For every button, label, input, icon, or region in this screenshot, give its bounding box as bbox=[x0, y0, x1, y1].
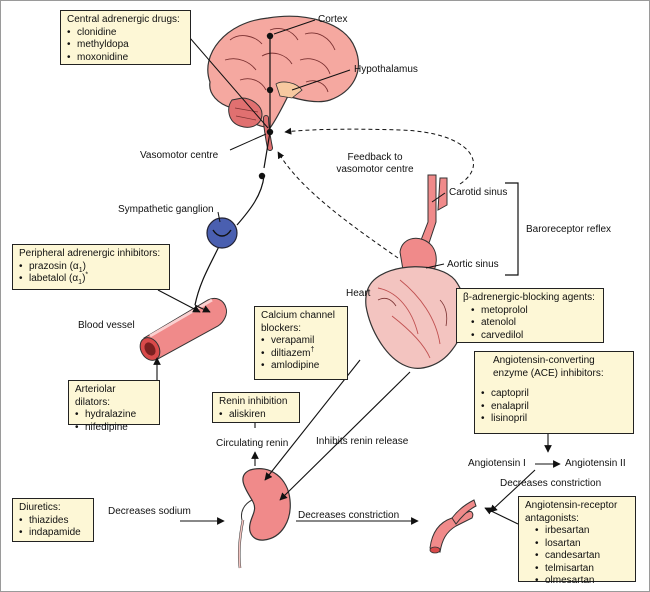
beta-blocking-agents-box: β-adrenergic-blocking agents: metoprolol… bbox=[456, 288, 604, 343]
angiotensin-receptor-antagonists-box: Angiotensin-receptor antagonists: irbesa… bbox=[518, 496, 636, 587]
calcium-channel-blockers-box: Calcium channel blockers: verapamil dilt… bbox=[254, 306, 348, 380]
box-title: Peripheral adrenergic inhibitors: bbox=[19, 248, 161, 259]
central-adrenergic-drugs-box: Central adrenergic drugs: clonidine meth… bbox=[60, 10, 191, 65]
angiotensin-ii-label: Angiotensin II bbox=[565, 458, 626, 469]
drug-item: diltiazem† bbox=[261, 346, 341, 361]
box-title: β-adrenergic-blocking agents: bbox=[463, 292, 595, 303]
drug-item: aliskiren bbox=[219, 409, 293, 422]
drug-item: hydralazine bbox=[75, 409, 153, 422]
sympathetic-ganglion-body bbox=[206, 217, 238, 249]
drug-item: carvedilol bbox=[471, 330, 597, 343]
vasomotor-centre-label: Vasomotor centre bbox=[140, 150, 219, 161]
carotid-aorta-illustration bbox=[399, 174, 448, 277]
drug-item: captopril bbox=[481, 388, 627, 401]
carotid-sinus-label: Carotid sinus bbox=[449, 187, 508, 198]
drug-item: metoprolol bbox=[471, 305, 597, 318]
drug-item: thiazides bbox=[19, 515, 87, 528]
decreases-sodium-label: Decreases sodium bbox=[108, 506, 191, 517]
baroreceptor-bracket bbox=[505, 182, 519, 276]
small-vessel-illustration bbox=[429, 499, 477, 554]
vasomotor-neuron-dot bbox=[266, 128, 274, 136]
drug-item: irbesartan bbox=[535, 525, 629, 538]
drug-item: methyldopa bbox=[67, 39, 184, 52]
drug-item: clonidine bbox=[67, 27, 184, 40]
drug-item: moxonidine bbox=[67, 52, 184, 65]
feedback-dashed-path bbox=[284, 127, 474, 185]
sympathetic-ganglion-label: Sympathetic ganglion bbox=[118, 204, 214, 215]
ace-inhibitors-box: Angiotensin-converting enzyme (ACE) inhi… bbox=[474, 351, 634, 434]
aortic-sinus-label: Aortic sinus bbox=[447, 259, 499, 270]
peripheral-adrenergic-inhibitors-box: Peripheral adrenergic inhibitors: prazos… bbox=[12, 244, 170, 290]
drug-item: candesartan bbox=[535, 550, 629, 563]
box-title: Arteriolar dilators: bbox=[75, 384, 116, 408]
box-title: Diuretics: bbox=[19, 502, 61, 513]
feedback-label: Feedback to vasomotor centre bbox=[336, 152, 414, 175]
blood-vessel-label: Blood vessel bbox=[78, 320, 135, 331]
hypothalamus-neuron-dot bbox=[266, 86, 274, 94]
heart-label: Heart bbox=[346, 288, 371, 299]
spinal-neuron-dot bbox=[258, 172, 266, 180]
box-title: Angiotensin-converting enzyme (ACE) inhi… bbox=[493, 355, 604, 379]
circulating-renin-label: Circulating renin bbox=[216, 438, 289, 449]
drug-item: verapamil bbox=[261, 335, 341, 348]
box-title: Renin inhibition bbox=[219, 396, 288, 407]
renin-inhibition-box: Renin inhibition aliskiren bbox=[212, 392, 300, 423]
heart-illustration bbox=[365, 266, 466, 369]
drug-item: labetalol (α1)* bbox=[19, 272, 163, 286]
aortic-feedback-dashed-path bbox=[277, 151, 399, 259]
cortex-neuron-dot bbox=[266, 32, 274, 40]
decreases-constriction-bottom-label: Decreases constriction bbox=[298, 510, 400, 521]
decreases-constriction-top-label: Decreases constriction bbox=[500, 478, 602, 489]
drug-item: indapamide bbox=[19, 527, 87, 540]
inhibits-renin-release-label: Inhibits renin release bbox=[316, 436, 409, 447]
drug-item: losartan bbox=[535, 538, 629, 551]
drug-item: lisinopril bbox=[481, 413, 627, 426]
hypothalamus-label: Hypothalamus bbox=[354, 64, 418, 75]
blood-vessel-illustration bbox=[139, 297, 227, 361]
angiotensin-i-label: Angiotensin I bbox=[468, 458, 526, 469]
baroreceptor-reflex-label: Baroreceptor reflex bbox=[526, 224, 612, 235]
drug-item: telmisartan bbox=[535, 563, 629, 576]
drug-item: olmesartan bbox=[535, 575, 629, 588]
drug-item: nifedipine bbox=[75, 422, 153, 435]
drug-item: enalapril bbox=[481, 401, 627, 414]
box-title: Calcium channel blockers: bbox=[261, 310, 335, 334]
drug-item: atenolol bbox=[471, 317, 597, 330]
box-title: Central adrenergic drugs: bbox=[67, 14, 180, 25]
kidney-illustration bbox=[237, 468, 291, 569]
cortex-label: Cortex bbox=[318, 14, 348, 25]
brain-illustration bbox=[207, 15, 360, 151]
drug-item: amlodipine bbox=[261, 360, 341, 373]
box-title: Angiotensin-receptor antagonists: bbox=[525, 500, 618, 524]
arteriolar-dilators-box: Arteriolar dilators: hydralazine nifedip… bbox=[68, 380, 160, 434]
diuretics-box: Diuretics: thiazides indapamide bbox=[12, 498, 94, 542]
drug-item: prazosin (α1) bbox=[19, 261, 163, 274]
